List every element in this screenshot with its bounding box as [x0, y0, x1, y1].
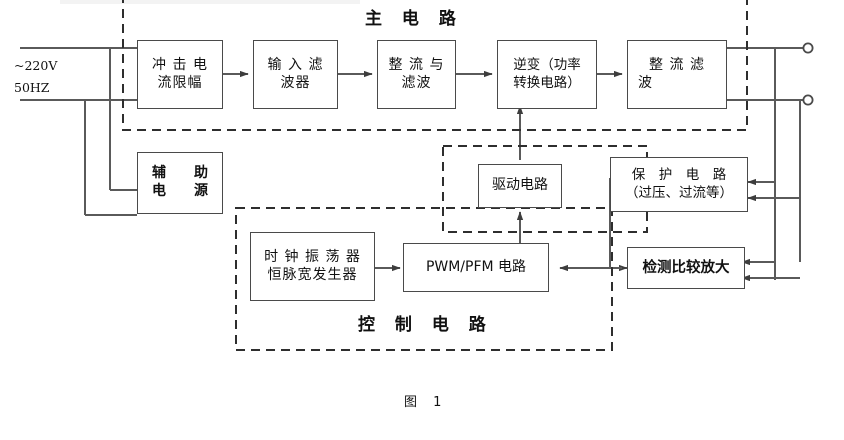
main-circuit-zone-label: 主 电 路 — [365, 9, 463, 29]
source-voltage-label: ~220V — [14, 58, 58, 73]
block-protection-circuit[interactable]: 保 护 电 路 （过压、过流等） — [610, 157, 748, 212]
control-circuit-zone-label: 控 制 电 路 — [358, 315, 493, 335]
block-detection-compare-amplifier[interactable]: 检测比较放大 — [627, 247, 745, 289]
block-input-filter[interactable]: 输 入 滤 波器 — [253, 40, 338, 109]
block-pwm-pfm-circuit[interactable]: PWM/PFM 电路 — [403, 243, 549, 292]
block-rectifier-filter-2[interactable]: 整 流 滤 波 — [627, 40, 727, 109]
block-protection-line2: （过压、过流等） — [625, 184, 733, 201]
block-aux-line1: 辅 助 — [152, 165, 208, 182]
block-input-filter-line1: 输 入 滤 — [267, 56, 324, 73]
block-clock-line2: 恒脉宽发生器 — [267, 266, 358, 283]
main-circuit-zone-outline — [122, 0, 748, 131]
output-terminal-2 — [802, 94, 814, 106]
block-drive-line1: 驱动电路 — [492, 177, 548, 194]
source-frequency-label: 50HZ — [14, 80, 50, 95]
output-terminal-1 — [802, 42, 814, 54]
block-inrush-current-limiter[interactable]: 冲 击 电 流限幅 — [137, 40, 223, 109]
block-inrush-line2: 流限幅 — [157, 74, 203, 91]
block-clock-line1: 时 钟 振 荡 器 — [264, 248, 361, 265]
block-auxiliary-power-supply[interactable]: 辅 助 电 源 — [137, 152, 223, 214]
block-inrush-line1: 冲 击 电 — [152, 56, 208, 73]
block-protection-line1: 保 护 电 路 — [631, 167, 727, 184]
page-scan-artifact — [60, 0, 360, 4]
block-pwm-line1: PWM/PFM 电路 — [425, 258, 527, 275]
block-inverter-line2: 转换电路） — [513, 74, 581, 91]
figure-caption: 图 1 — [404, 395, 448, 410]
block-inverter-power-converter[interactable]: 逆变（功率 转换电路） — [497, 40, 597, 109]
block-rectifier2-line1: 整 流 滤 — [649, 56, 705, 73]
block-inverter-line1: 逆变（功率 — [513, 57, 581, 74]
block-rectifier1-line2: 滤波 — [401, 74, 432, 91]
block-detect-line1: 检测比较放大 — [642, 259, 730, 276]
control-circuit-zone-outline — [235, 207, 613, 351]
block-drive-circuit[interactable]: 驱动电路 — [478, 164, 562, 208]
block-rectifier-filter-1[interactable]: 整 流 与 滤波 — [377, 40, 456, 109]
block-rectifier1-line1: 整 流 与 — [388, 56, 445, 73]
block-clock-oscillator[interactable]: 时 钟 振 荡 器 恒脉宽发生器 — [250, 232, 375, 301]
block-rectifier2-line2: 波 — [638, 74, 653, 91]
block-input-filter-line2: 波器 — [280, 74, 311, 91]
block-aux-line2: 电 源 — [152, 183, 208, 199]
